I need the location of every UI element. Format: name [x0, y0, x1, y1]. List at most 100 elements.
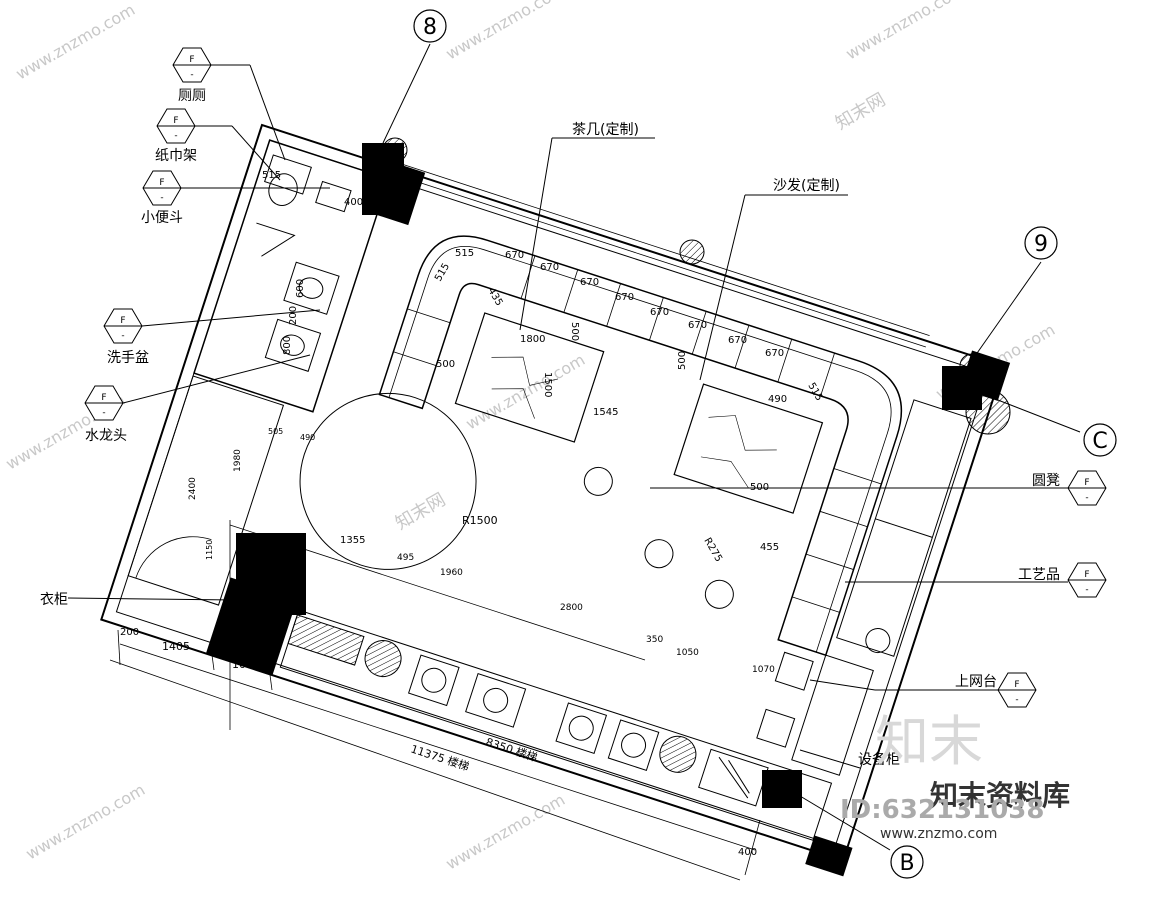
svg-text:670: 670: [615, 292, 634, 303]
svg-text:-: -: [160, 193, 163, 203]
faucet-label: 水龙头: [85, 428, 127, 444]
watermark-url: www.znzmo.com: [13, 0, 139, 83]
svg-text:F: F: [189, 55, 194, 65]
towel-rack-label: 纸巾架: [155, 148, 197, 164]
grid-marker-8: 8: [382, 9, 447, 144]
svg-text:F: F: [1084, 478, 1089, 488]
dimension-lines: [109, 520, 761, 881]
svg-text:R1500: R1500: [462, 514, 498, 527]
plant-icon: [679, 239, 705, 265]
svg-text:1800: 1800: [520, 334, 545, 345]
svg-text:200: 200: [288, 306, 299, 325]
svg-text:435: 435: [485, 286, 504, 308]
brand-logo: 知末: [875, 710, 983, 773]
grid-marker-B: B: [789, 789, 924, 879]
svg-text:1980: 1980: [233, 449, 243, 472]
watermark-url: www.znzmo.com: [843, 0, 969, 63]
callout-urinal: F - 小便斗: [141, 170, 330, 226]
svg-text:495: 495: [397, 553, 414, 563]
svg-text:670: 670: [505, 250, 524, 261]
internet-desk-label: 上网台: [955, 674, 997, 690]
callout-wardrobe: 衣柜: [40, 592, 236, 608]
drawing-id: ID:632131038: [840, 795, 1044, 825]
svg-text:400: 400: [738, 847, 757, 858]
tea-table-label: 茶几(定制): [572, 122, 639, 138]
brand-watermark: 知末 知末资料库 ID:632131038 www.znzmo.com: [840, 710, 1070, 842]
basin-label: 洗手盆: [107, 350, 149, 366]
svg-text:1355: 1355: [340, 535, 365, 546]
svg-text:-: -: [190, 70, 193, 80]
svg-text:C: C: [1092, 429, 1107, 454]
svg-text:800: 800: [282, 336, 293, 355]
svg-text:670: 670: [688, 320, 707, 331]
artwork-label: 工艺品: [1018, 567, 1060, 583]
svg-text:515: 515: [262, 170, 281, 181]
equipment-label: 设备柜: [858, 751, 900, 768]
svg-text:350: 350: [646, 635, 663, 645]
svg-text:490: 490: [300, 433, 315, 442]
svg-text:F: F: [1014, 680, 1019, 690]
svg-text:1050: 1050: [676, 648, 699, 658]
svg-text:-: -: [121, 331, 124, 341]
svg-text:515: 515: [433, 261, 452, 283]
column-block: [942, 366, 982, 410]
brand-url: www.znzmo.com: [880, 826, 997, 842]
callout-towel-rack: F - 纸巾架: [155, 108, 281, 181]
svg-text:-: -: [102, 408, 105, 418]
svg-text:500: 500: [677, 351, 688, 370]
svg-text:670: 670: [580, 277, 599, 288]
callout-basin: F - 洗手盆: [103, 308, 321, 366]
callout-faucet: F - 水龙头: [84, 354, 311, 444]
watermark-small: 知末网: [832, 89, 889, 134]
column-block: [362, 143, 404, 215]
toilet-label: 厕厕: [178, 88, 206, 104]
svg-text:F: F: [120, 316, 125, 326]
svg-text:670: 670: [650, 307, 669, 318]
svg-text:2800: 2800: [560, 603, 583, 613]
svg-text:-: -: [1085, 493, 1088, 503]
svg-text:670: 670: [765, 348, 784, 359]
brand-name: 知末资料库: [930, 779, 1070, 812]
svg-text:1405: 1405: [162, 640, 190, 653]
svg-text:1000: 1000: [232, 658, 260, 671]
svg-text:R275: R275: [701, 536, 724, 564]
grid-marker-C: C: [984, 394, 1117, 457]
svg-text:1545: 1545: [593, 407, 618, 418]
svg-text:1070: 1070: [752, 665, 775, 675]
svg-text:505: 505: [268, 427, 283, 436]
svg-text:600: 600: [295, 279, 306, 298]
watermark-url: www.znzmo.com: [443, 790, 569, 874]
svg-text:455: 455: [760, 542, 779, 553]
svg-text:-: -: [1015, 695, 1018, 705]
column-block: [236, 533, 306, 615]
svg-text:1500: 1500: [542, 372, 553, 397]
wardrobe-label: 衣柜: [40, 592, 68, 608]
svg-text:670: 670: [540, 262, 559, 273]
svg-text:500: 500: [569, 322, 580, 341]
callout-sofa: 沙发(定制): [699, 178, 848, 381]
svg-text:F: F: [101, 393, 106, 403]
sofa-label: 沙发(定制): [773, 178, 840, 194]
svg-text:500: 500: [436, 359, 455, 370]
svg-text:400: 400: [344, 197, 363, 208]
grid-marker-9: 9: [967, 226, 1058, 367]
svg-text:500: 500: [750, 482, 769, 493]
svg-text:490: 490: [768, 394, 787, 405]
stool-label: 圆凳: [1032, 473, 1060, 489]
urinal-label: 小便斗: [141, 210, 183, 226]
svg-text:8: 8: [423, 15, 437, 40]
callout-internet-desk: 上网台 F -: [809, 672, 1037, 708]
svg-text:-: -: [174, 131, 177, 141]
svg-text:2400: 2400: [188, 477, 198, 500]
callout-artwork: 工艺品 F -: [845, 562, 1107, 598]
svg-text:9: 9: [1034, 232, 1048, 257]
svg-text:B: B: [899, 851, 914, 876]
room-plan: [100, 123, 1011, 877]
watermark-url: www.znzmo.com: [463, 350, 589, 434]
svg-text:1150: 1150: [205, 540, 214, 560]
svg-text:F: F: [1084, 570, 1089, 580]
svg-text:1960: 1960: [440, 568, 463, 578]
svg-text:8350 楼梯: 8350 楼梯: [484, 735, 539, 765]
callout-equipment: 设备柜: [799, 749, 900, 769]
